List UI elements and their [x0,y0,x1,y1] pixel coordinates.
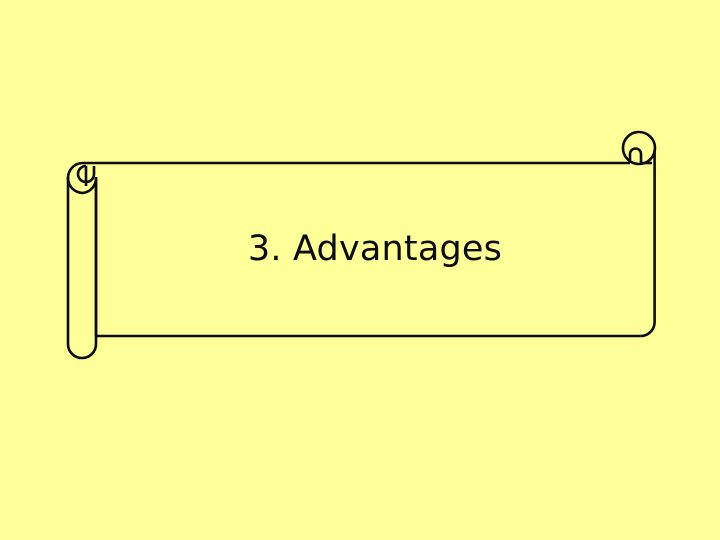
scroll-body-fill [82,163,654,336]
left-curl-inner-loop [76,164,96,184]
left-roll-fill [68,177,96,358]
left-roll-outline [66,177,98,360]
right-panel-edge [640,149,656,338]
left-curl-outer-arc [66,161,98,195]
right-curl-outer-circle [621,130,657,166]
right-curl-inner-hook [628,147,643,163]
